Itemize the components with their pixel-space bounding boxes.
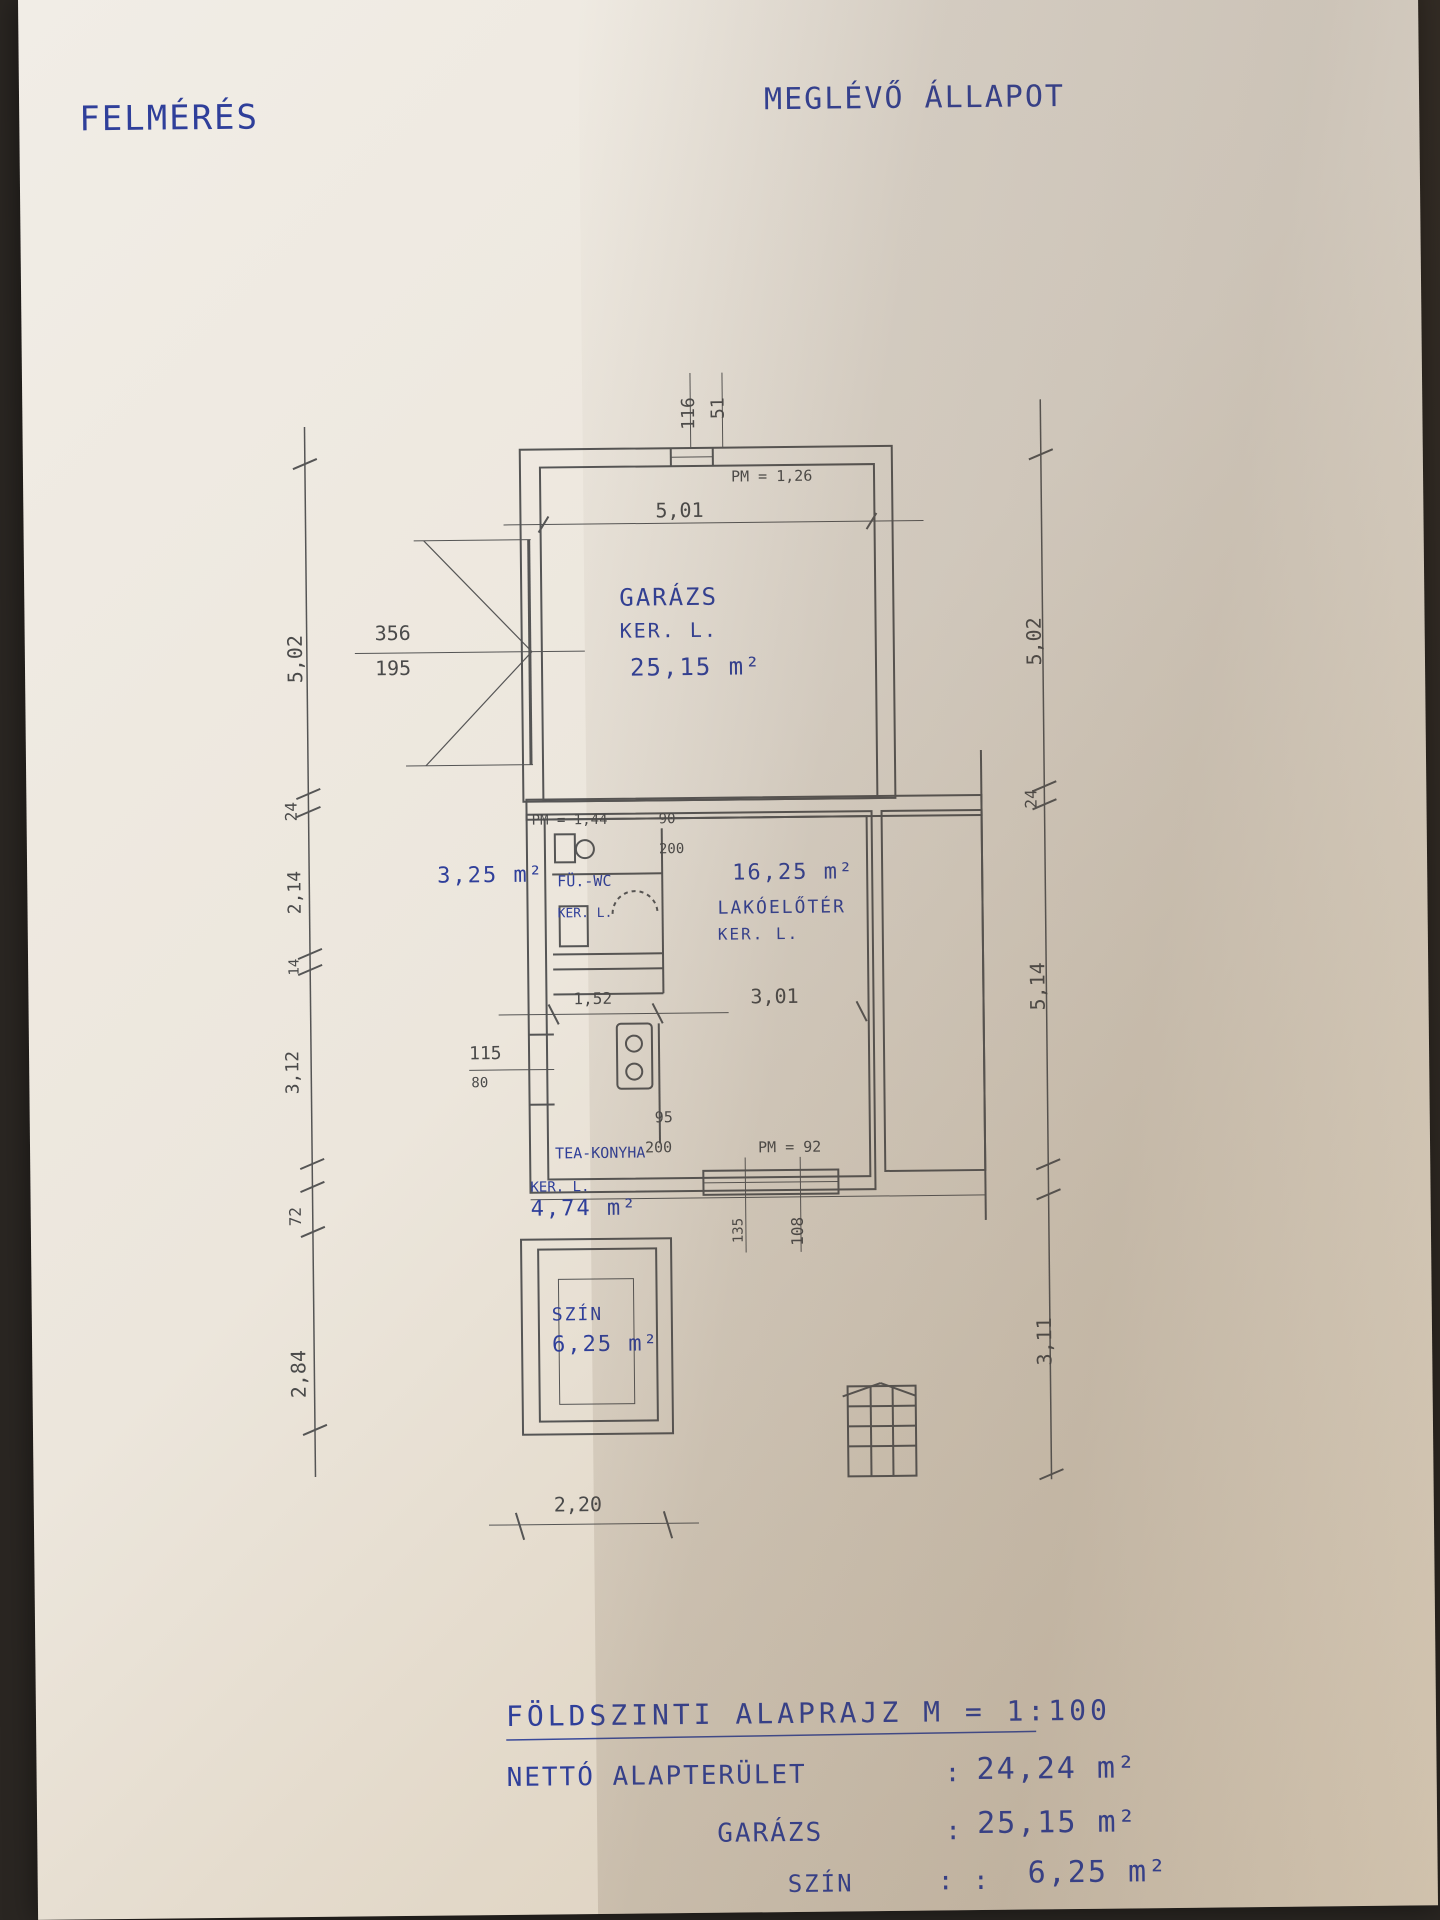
dim-left-284: 2,84 (286, 1349, 311, 1399)
floor-plan-drawing (292, 372, 1064, 1741)
dim-k-200: 200 (644, 1138, 673, 1157)
dim-left-72: 72 (285, 1206, 305, 1227)
garage-sub: KER. L. (619, 617, 719, 643)
dim-mid-90: 90 (658, 811, 676, 828)
footer-row-3-label: SZÍN (787, 1869, 854, 1899)
dim-garage-width: 5,01 (655, 497, 704, 523)
dim-left-214: 2,14 (284, 870, 306, 915)
dim-left-24: 24 (281, 801, 301, 822)
dim-right-502: 5,02 (1021, 617, 1047, 666)
footer-row-1-sep: : (944, 1758, 963, 1789)
kitchen-label: TEA-KONYHA (555, 1143, 646, 1163)
dim-right-514: 5,14 (1025, 962, 1050, 1011)
kitchen-sub: KER. L. (530, 1179, 590, 1196)
wc-label: FÜ.-WC (557, 871, 612, 891)
footer-row-2-label: GARÁZS (717, 1817, 824, 1849)
footer-row-1-value: 24,24 m² (976, 1750, 1138, 1788)
dim-win-80: 80 (471, 1075, 489, 1092)
dim-k-95: 95 (654, 1108, 673, 1127)
footer-title: FÖLDSZINTI ALAPRAJZ M = 1:100 (505, 1693, 1112, 1733)
dim-pm-92: PM = 92 (757, 1137, 822, 1157)
dim-left-14: 14 (286, 958, 303, 976)
dim-mid-200: 200 (658, 841, 685, 858)
dim-b-108: 108 (787, 1216, 808, 1246)
dim-w-152: 1,52 (573, 988, 613, 1009)
dim-b-135: 135 (730, 1217, 747, 1244)
dim-top-window-h: 51 (707, 397, 729, 420)
garage-area: 25,15 m² (629, 652, 762, 682)
wc-area: 3,25 m² (437, 862, 545, 889)
dim-left-502: 5,02 (282, 634, 308, 684)
footer-row-3-value: 6,25 m² (1027, 1854, 1169, 1891)
footer-row-2-value: 25,15 m² (976, 1804, 1138, 1842)
living-area: 16,25 m² (732, 859, 855, 886)
dim-shed-w: 2,20 (553, 1491, 603, 1517)
dim-width-301: 3,01 (750, 983, 799, 1009)
footer-row-1-label: NETTÓ ALAPTERÜLET (506, 1759, 807, 1793)
shed-area: 6,25 m² (551, 1331, 659, 1358)
living-label: LAKÓELŐTÉR (717, 896, 847, 919)
footer-row-3-sep: : : (937, 1865, 991, 1897)
dim-win-115: 115 (468, 1042, 502, 1065)
wc-sub: KER. L. (557, 905, 613, 922)
footer-row-2-sep: : (945, 1816, 964, 1847)
dim-parapet-top: PM = 1,26 (730, 466, 813, 486)
dim-left-312: 3,12 (282, 1050, 304, 1095)
dim-door-h: 195 (374, 655, 412, 681)
dim-right-24: 24 (1021, 789, 1041, 809)
dim-door-w: 356 (374, 620, 411, 646)
dim-top-window-w: 116 (677, 397, 700, 430)
garage-label: GARÁZS (619, 582, 719, 612)
paper-sheet: FELMÉRÉS MEGLÉVŐ ÁLLAPOT (18, 0, 1440, 1920)
kitchen-area: 4,74 m² (530, 1195, 638, 1222)
living-sub: KER. L. (717, 923, 800, 944)
shed-label: SZÍN (551, 1303, 604, 1326)
dim-pm-mid: PM = 1,44 (531, 811, 608, 829)
dim-right-311: 3,11 (1031, 1317, 1057, 1366)
